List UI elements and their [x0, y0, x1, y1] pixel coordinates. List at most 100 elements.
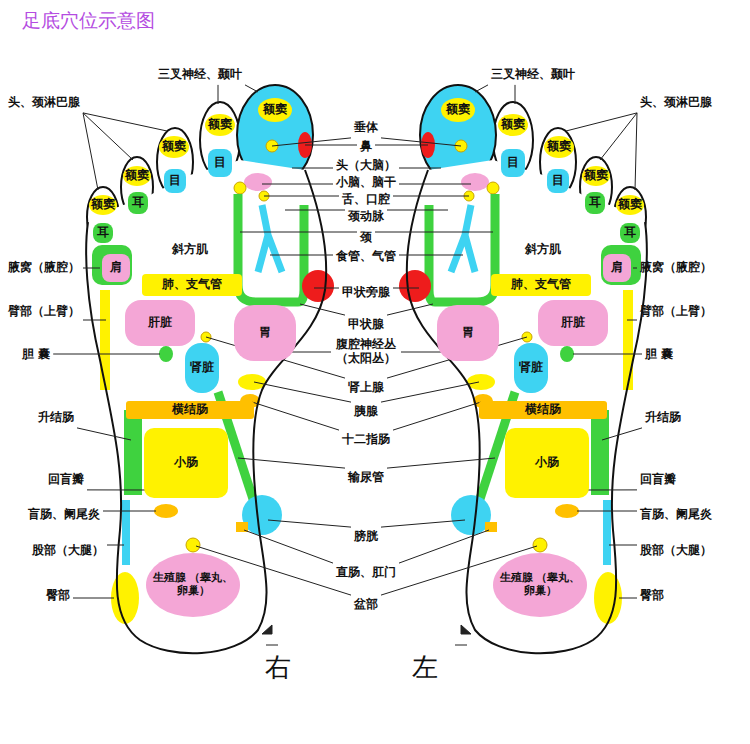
callout-label: 股部（大腿）: [640, 544, 712, 558]
leader-line: [600, 113, 637, 160]
leader-line: [387, 210, 448, 211]
callout-label: 颈动脉: [348, 210, 384, 224]
leader-line: [627, 320, 637, 321]
reflex-zone: 胃: [234, 305, 296, 361]
callout-label: 左: [412, 653, 438, 683]
callout-label: 三叉神经、颞叶: [158, 68, 242, 82]
reflex-zone: 额窦: [258, 98, 292, 122]
leader-line: [609, 545, 637, 546]
leader-line: [583, 489, 637, 490]
leader-line: [83, 113, 133, 160]
zone-text: 横结肠: [172, 403, 208, 417]
callout-label: 胆 囊: [22, 348, 50, 362]
callout-label: 臀部: [640, 589, 664, 603]
callout-label: 甲状腺: [348, 318, 384, 332]
leader-line: [244, 530, 333, 563]
callout-label: 臂部（上臂）: [8, 305, 80, 319]
callout-label: 头、颈淋巴腺: [8, 96, 80, 110]
leader-line: [515, 85, 516, 104]
callout-label: 升结肠: [38, 411, 74, 425]
zone-text: 额窦: [547, 140, 571, 154]
leader-line: [262, 184, 333, 185]
reflex-zone: 肺、支气管: [491, 274, 591, 296]
reflex-zone: 肩: [603, 254, 631, 282]
leader-line: [218, 85, 219, 104]
leader-line: [238, 458, 345, 468]
zone-text: 肩: [611, 261, 623, 275]
leader-line: [602, 428, 642, 440]
leader-line: [381, 520, 465, 527]
leader-line: [633, 268, 637, 269]
reflex-zone: 额窦: [616, 195, 644, 215]
zone-text: 横结肠: [525, 403, 561, 417]
reflex-zone: 横结肠: [479, 401, 607, 419]
leader-line: [314, 288, 339, 289]
reflex-zone: 肩: [102, 254, 130, 282]
callout-label: 膀胱: [354, 530, 378, 544]
callout-label: 腋窝（腋腔）: [640, 261, 712, 275]
leader-line: [381, 382, 479, 402]
callout-label: 食管、气管: [336, 250, 396, 264]
zone-text: 耳: [132, 196, 144, 210]
callout-label: 股部（大腿）: [32, 544, 104, 558]
leader-line: [268, 520, 351, 527]
leader-line: [577, 511, 637, 512]
zone-text: 耳: [589, 196, 601, 210]
callout-label: 肾上腺: [348, 381, 384, 395]
callout-label: 盆部: [354, 598, 378, 612]
leader-line: [635, 113, 637, 190]
zone-text: 目: [507, 156, 519, 170]
zone-text: 肩: [110, 261, 122, 275]
leader-line: [285, 210, 345, 211]
zone-text: 目: [169, 174, 181, 188]
zone-text: 肝脏: [148, 316, 172, 330]
reflex-zone: 额窦: [123, 166, 151, 186]
reflex-zone: 目: [164, 169, 186, 193]
callout-label: 右: [265, 653, 291, 683]
callout-label: 升结肠: [645, 411, 681, 425]
leader-line: [375, 145, 428, 146]
callout-label: 斜方肌: [172, 243, 208, 257]
zone-text: 额窦: [125, 169, 149, 183]
callout-label: 盲肠、阑尾炎: [28, 508, 100, 522]
leader-line: [83, 320, 106, 321]
callout-label: 小脑、脑干: [336, 176, 396, 190]
leader-line: [401, 352, 443, 353]
reflex-zone: 额窦: [441, 98, 475, 122]
leader-line: [264, 196, 339, 197]
zone-text: 耳: [97, 226, 109, 240]
callout-label: 十二指肠: [342, 433, 390, 447]
callout-label: 舌、口腔: [342, 193, 390, 207]
leader-line: [254, 382, 351, 402]
reflex-zone: 肝脏: [125, 300, 195, 346]
zone-text: 肾脏: [190, 361, 214, 375]
reflex-zone: 生殖腺 （睾丸、卵巢）: [146, 553, 240, 617]
zone-text: 目: [552, 174, 564, 188]
reflex-zone: 目: [547, 169, 569, 193]
reflex-zone: 胃: [437, 305, 499, 361]
leader-line: [300, 304, 345, 315]
zone-text: 生殖腺 （睾丸、卵巢）: [148, 572, 238, 597]
leader-line: [399, 255, 463, 256]
reflex-zone: 额窦: [205, 114, 235, 136]
callout-label: 甲状旁腺: [342, 286, 390, 300]
callout-label: 腹腔神经丛 （太阳丛）: [334, 338, 398, 366]
leader-line: [290, 352, 331, 353]
leader-line: [305, 145, 357, 146]
leader-line: [393, 196, 469, 197]
zone-text: 耳: [624, 226, 636, 240]
callout-label: 三叉神经、颞叶: [491, 68, 575, 82]
left-foot: [399, 85, 647, 653]
reflex-zone: 额窦: [582, 166, 610, 186]
zone-text: 目: [214, 156, 226, 170]
leader-line: [619, 598, 637, 599]
right-foot: [86, 85, 334, 653]
reflex-zone: 耳: [128, 192, 148, 214]
callout-label: 颈: [360, 231, 372, 245]
reflex-zone: 小肠: [144, 428, 228, 498]
zone-text: 肝脏: [561, 316, 585, 330]
